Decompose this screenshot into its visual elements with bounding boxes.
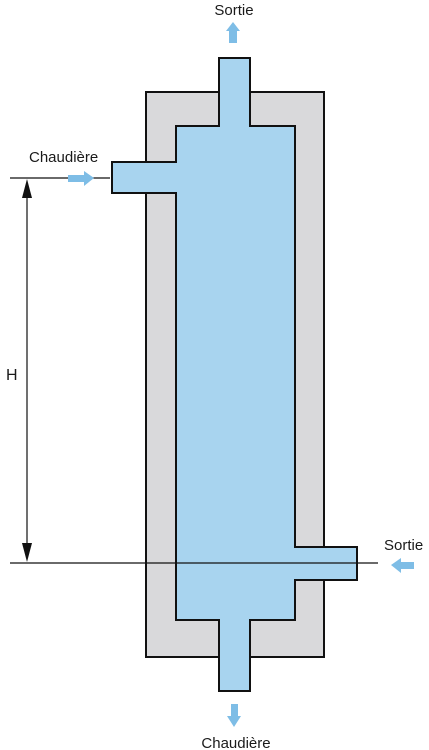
arrow-up-icon	[226, 22, 240, 43]
arrow-down-icon	[227, 704, 241, 727]
height-label: H	[6, 367, 18, 384]
separator-body	[111, 57, 358, 692]
arrow-left-icon	[391, 558, 414, 573]
dimension-arrowhead-bottom	[22, 543, 32, 562]
dimension-arrowhead-top	[22, 179, 32, 198]
side-outlet-label: Sortie	[384, 537, 423, 554]
arrow-right-icon	[68, 171, 94, 186]
height-dimension: H	[2, 177, 378, 564]
boiler-inlet-label: Chaudière	[29, 149, 98, 166]
bottom-return-label: Chaudière	[201, 735, 270, 750]
top-outlet-label: Sortie	[214, 2, 253, 19]
